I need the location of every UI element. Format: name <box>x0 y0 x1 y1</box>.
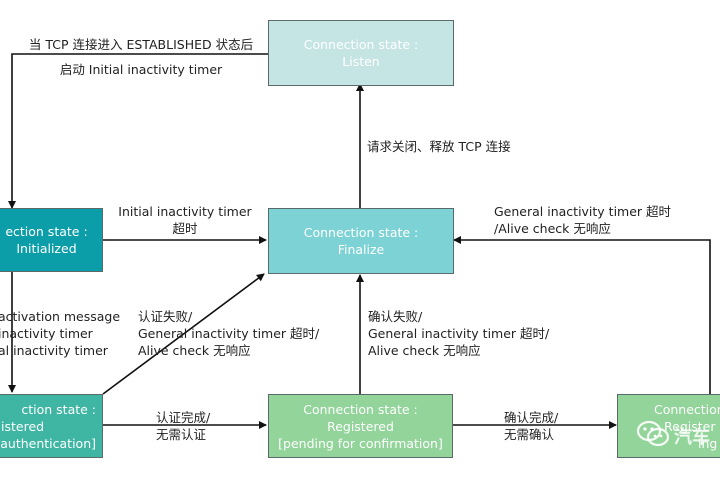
state-registered-line2: Register <box>664 418 716 434</box>
label-finalize-to-listen: 请求关闭、释放 TCP 连接 <box>367 139 511 154</box>
state-registered-line3: ing <box>698 435 718 451</box>
state-registered-pending: Connection state : Registered [pending f… <box>268 394 453 458</box>
state-registered-pending-line3: [pending for confirmation] <box>278 435 443 451</box>
label-auth-fail-line1: 认证失败/ <box>138 309 193 324</box>
state-authenticating-line3: authentication] <box>0 435 96 451</box>
label-confirm-fail-line2: General inactivity timer 超时/ <box>368 326 550 341</box>
watermark: 汽车 <box>636 414 720 458</box>
state-registered-pending-line2: Registered <box>327 418 394 434</box>
label-top-left-line2: 启动 Initial inactivity timer <box>59 62 223 77</box>
label-init-to-finalize: Initial inactivity timer 超时 <box>112 203 258 237</box>
label-confirm-done-line1: 确认完成/ <box>504 410 559 425</box>
state-authenticating: ction state : istered authentication] <box>0 394 103 458</box>
state-registered-line1: Connection <box>654 401 720 417</box>
label-auth-fail-line2: General inactivity timer 超时/ <box>138 326 320 341</box>
state-listen-line1: Connection state : <box>303 37 419 52</box>
label-init-to-auth-line1: activation message <box>0 309 121 324</box>
label-confirm-fail-line3: Alive check 无响应 <box>368 343 481 358</box>
label-auth-done-line1: 认证完成/ <box>156 410 211 425</box>
label-init-to-auth: activation message inactivity timer al i… <box>0 308 120 359</box>
label-init-to-finalize-line2: 超时 <box>172 221 198 236</box>
label-auth-fail: 认证失败/ General inactivity timer 超时/ Alive… <box>138 308 319 359</box>
state-finalize-line1: Connection state : <box>303 225 419 240</box>
state-listen-line2: Listen <box>342 54 380 69</box>
label-auth-done: 认证完成/ 无需认证 <box>156 409 210 443</box>
label-confirm-done-line2: 无需确认 <box>504 427 555 442</box>
state-initialized-line1: ection state : <box>5 224 88 239</box>
label-init-to-auth-line2: inactivity timer <box>0 326 93 341</box>
state-registered-pending-line1: Connection state : <box>303 401 418 417</box>
label-confirm-fail-line1: 确认失败/ <box>368 309 423 324</box>
state-finalize-line2: Finalize <box>337 242 385 257</box>
label-confirm-fail: 确认失败/ General inactivity timer 超时/ Alive… <box>368 308 549 359</box>
state-listen: Connection state : Listen <box>268 20 454 86</box>
label-top-left-line1: 当 TCP 连接进入 ESTABLISHED 状态后 <box>28 37 254 52</box>
state-registered: Connection Register ing <box>617 394 720 458</box>
label-init-to-finalize-line1: Initial inactivity timer <box>118 204 252 219</box>
state-authenticating-line1: ction state : <box>21 401 96 417</box>
edge-listen-to-initialized <box>8 53 268 209</box>
label-auth-fail-line3: Alive check 无响应 <box>138 343 251 358</box>
label-confirm-done: 确认完成/ 无需确认 <box>504 409 558 443</box>
state-initialized-line2: Initialized <box>16 241 77 256</box>
edge-registered-to-finalize <box>453 236 711 394</box>
label-top-left: 当 TCP 连接进入 ESTABLISHED 状态后 启动 Initial in… <box>18 36 264 78</box>
label-registered-to-finalize-line1: General inactivity timer 超时 <box>494 204 672 219</box>
state-finalize: Connection state : Finalize <box>268 208 454 274</box>
state-initialized: ection state : Initialized <box>0 208 103 272</box>
watermark-text: 汽车 <box>674 427 710 448</box>
edge-authenticating-to-finalize <box>102 273 265 395</box>
label-init-to-auth-line3: al inactivity timer <box>0 343 108 358</box>
wechat-icon <box>636 419 670 453</box>
label-auth-done-line2: 无需认证 <box>156 427 207 442</box>
label-registered-to-finalize-line2: /Alive check 无响应 <box>494 221 611 236</box>
label-registered-to-finalize: General inactivity timer 超时 /Alive check… <box>494 203 671 237</box>
state-authenticating-line2: istered <box>1 418 45 434</box>
